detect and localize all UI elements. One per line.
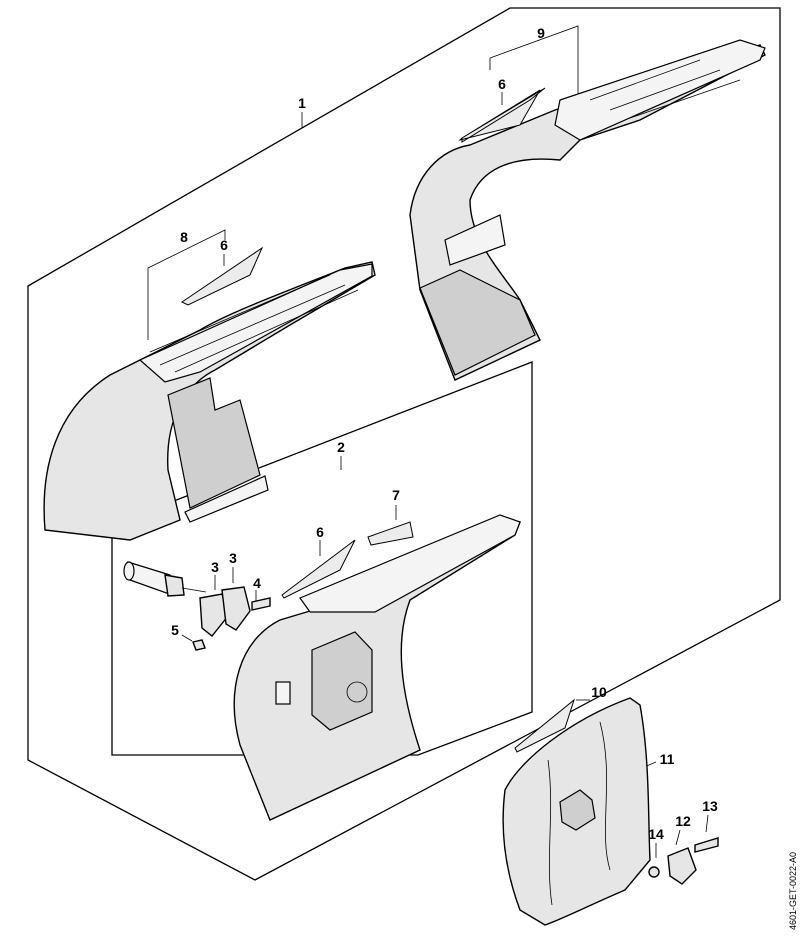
guard-part-8 [43,261,376,541]
guard-part-2 [233,514,521,821]
bracket-8 [147,229,226,340]
assembly-group-1-outline [27,7,781,881]
guard-part-9 [409,39,766,381]
callout-6-upper-left: 6 [220,237,228,253]
callout-8: 8 [180,229,188,245]
callout-5: 5 [171,622,179,638]
label-10 [514,698,575,753]
callout-13: 13 [702,798,718,814]
callout-6-upper-right: 6 [498,76,506,92]
callout-6-lower: 6 [316,524,324,540]
small-hardware [648,837,719,885]
callout-14: 14 [648,826,664,842]
label-7 [367,521,414,546]
decal-6-upper-right [458,87,546,143]
leader-lines [181,92,709,858]
assembly-group-2-outline [111,361,533,756]
callout-10: 10 [591,684,607,700]
callout-7: 7 [392,487,400,503]
reference-code: 4601-GET-0022-A0 [788,852,798,930]
mounting-hardware [123,561,271,651]
cover-plate-11 [502,697,651,926]
decal-6-upper-left [181,246,264,306]
callout-12: 12 [675,813,691,829]
callout-2: 2 [337,439,345,455]
callout-1: 1 [298,95,306,111]
callout-3a: 3 [211,559,219,575]
callout-3b: 3 [229,550,237,566]
decal-6-lower [281,539,356,599]
bracket-9 [489,25,579,95]
callout-11: 11 [660,751,675,767]
callout-4: 4 [253,575,261,591]
callout-9: 9 [537,25,545,41]
